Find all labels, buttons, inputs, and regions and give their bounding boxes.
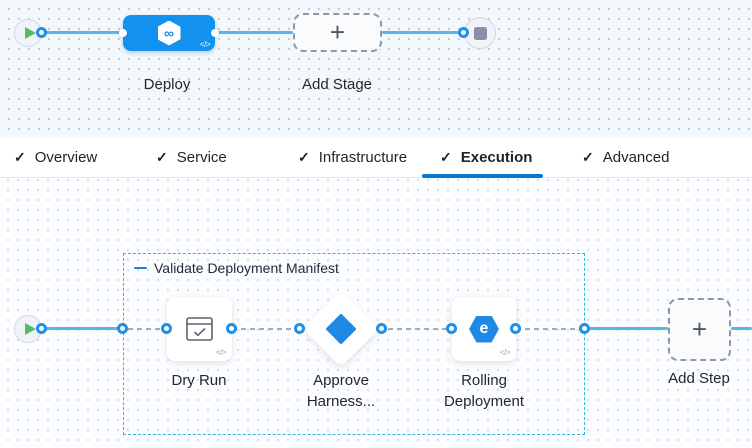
step-group-container[interactable]: Validate Deployment Manifest <box>123 253 585 435</box>
edge-line <box>42 327 123 330</box>
play-icon <box>24 323 36 335</box>
edge-line <box>585 327 668 330</box>
play-icon <box>24 27 36 39</box>
check-icon: ✓ <box>298 149 310 165</box>
connector-ring <box>579 323 590 334</box>
edge-line <box>382 31 464 34</box>
stage-node-deploy[interactable]: ∞ </> <box>119 15 219 51</box>
connector-ring <box>117 323 128 334</box>
rolling-deployment-icon: e <box>469 315 499 343</box>
stage-label-deploy: Deploy <box>143 76 191 93</box>
tab-overview[interactable]: ✓ Overview <box>0 138 142 177</box>
dry-run-icon <box>186 317 213 341</box>
step-node-dry-run[interactable]: </> <box>167 297 232 361</box>
code-toggle-icon[interactable]: </> <box>499 348 511 357</box>
check-icon: ✓ <box>156 149 168 165</box>
edge-line-dashed <box>379 328 452 330</box>
tab-service[interactable]: ✓ Service <box>142 138 284 177</box>
check-icon: ✓ <box>582 149 594 165</box>
harness-stage-icon: ∞ <box>157 20 181 46</box>
rolling-glyph: e <box>479 320 489 337</box>
step-label-dry-run: Dry Run <box>171 372 227 389</box>
code-toggle-icon[interactable]: </> <box>215 348 227 357</box>
add-stage-label: Add Stage <box>301 76 373 93</box>
edge-line-dashed <box>516 328 585 330</box>
approval-icon <box>326 314 356 344</box>
pipeline-end-node[interactable] <box>464 17 496 49</box>
connector-ring <box>36 27 47 38</box>
connector-ring <box>226 323 237 334</box>
edge-line <box>42 31 123 34</box>
add-step-button[interactable]: + <box>668 298 731 361</box>
tab-execution[interactable]: ✓ Execution <box>422 138 568 178</box>
add-step-label: Add Step <box>668 370 730 387</box>
tab-label: Service <box>176 149 227 166</box>
step-node-rolling-deployment[interactable]: e </> <box>452 297 516 361</box>
tab-label: Infrastructure <box>318 149 408 166</box>
code-toggle-icon[interactable]: </> <box>199 40 211 49</box>
edge-line <box>215 31 293 34</box>
stage-port-left <box>119 29 127 37</box>
plus-icon: + <box>329 16 346 47</box>
plus-icon: + <box>691 313 708 344</box>
tab-label: Overview <box>34 149 98 166</box>
check-icon: ✓ <box>440 149 452 165</box>
execution-canvas: Validate Deployment Manifest </> Dry Run <box>0 178 752 448</box>
infinity-glyph: ∞ <box>164 25 174 41</box>
stage-canvas: ∞ </> Deploy + Add Stage <box>0 0 752 138</box>
connector-ring <box>458 27 469 38</box>
connector-ring <box>446 323 457 334</box>
step-node-approve[interactable] <box>302 290 380 368</box>
connector-ring <box>294 323 305 334</box>
stop-icon <box>473 26 487 40</box>
edge-line-dashed <box>232 328 303 330</box>
connector-ring <box>36 323 47 334</box>
group-title: Validate Deployment Manifest <box>154 260 339 276</box>
edge-line-dashed <box>128 328 167 330</box>
group-collapse-icon[interactable] <box>134 266 147 270</box>
tab-label: Advanced <box>602 149 670 166</box>
connector-ring <box>161 323 172 334</box>
stage-config-tabbar: ✓ Overview ✓ Service ✓ Infrastructure ✓ … <box>0 138 752 178</box>
tab-label: Execution <box>460 149 533 166</box>
tab-infrastructure[interactable]: ✓ Infrastructure <box>284 138 426 177</box>
edge-line <box>731 327 752 330</box>
connector-ring <box>510 323 521 334</box>
stage-port-right <box>211 29 219 37</box>
step-label-rolling-deployment: Rolling Deployment <box>443 372 525 410</box>
connector-ring <box>376 323 387 334</box>
step-label-approve: Approve Harness... <box>306 372 376 410</box>
check-icon: ✓ <box>14 149 26 165</box>
add-stage-button[interactable]: + <box>293 13 382 52</box>
tab-advanced[interactable]: ✓ Advanced <box>568 138 710 177</box>
